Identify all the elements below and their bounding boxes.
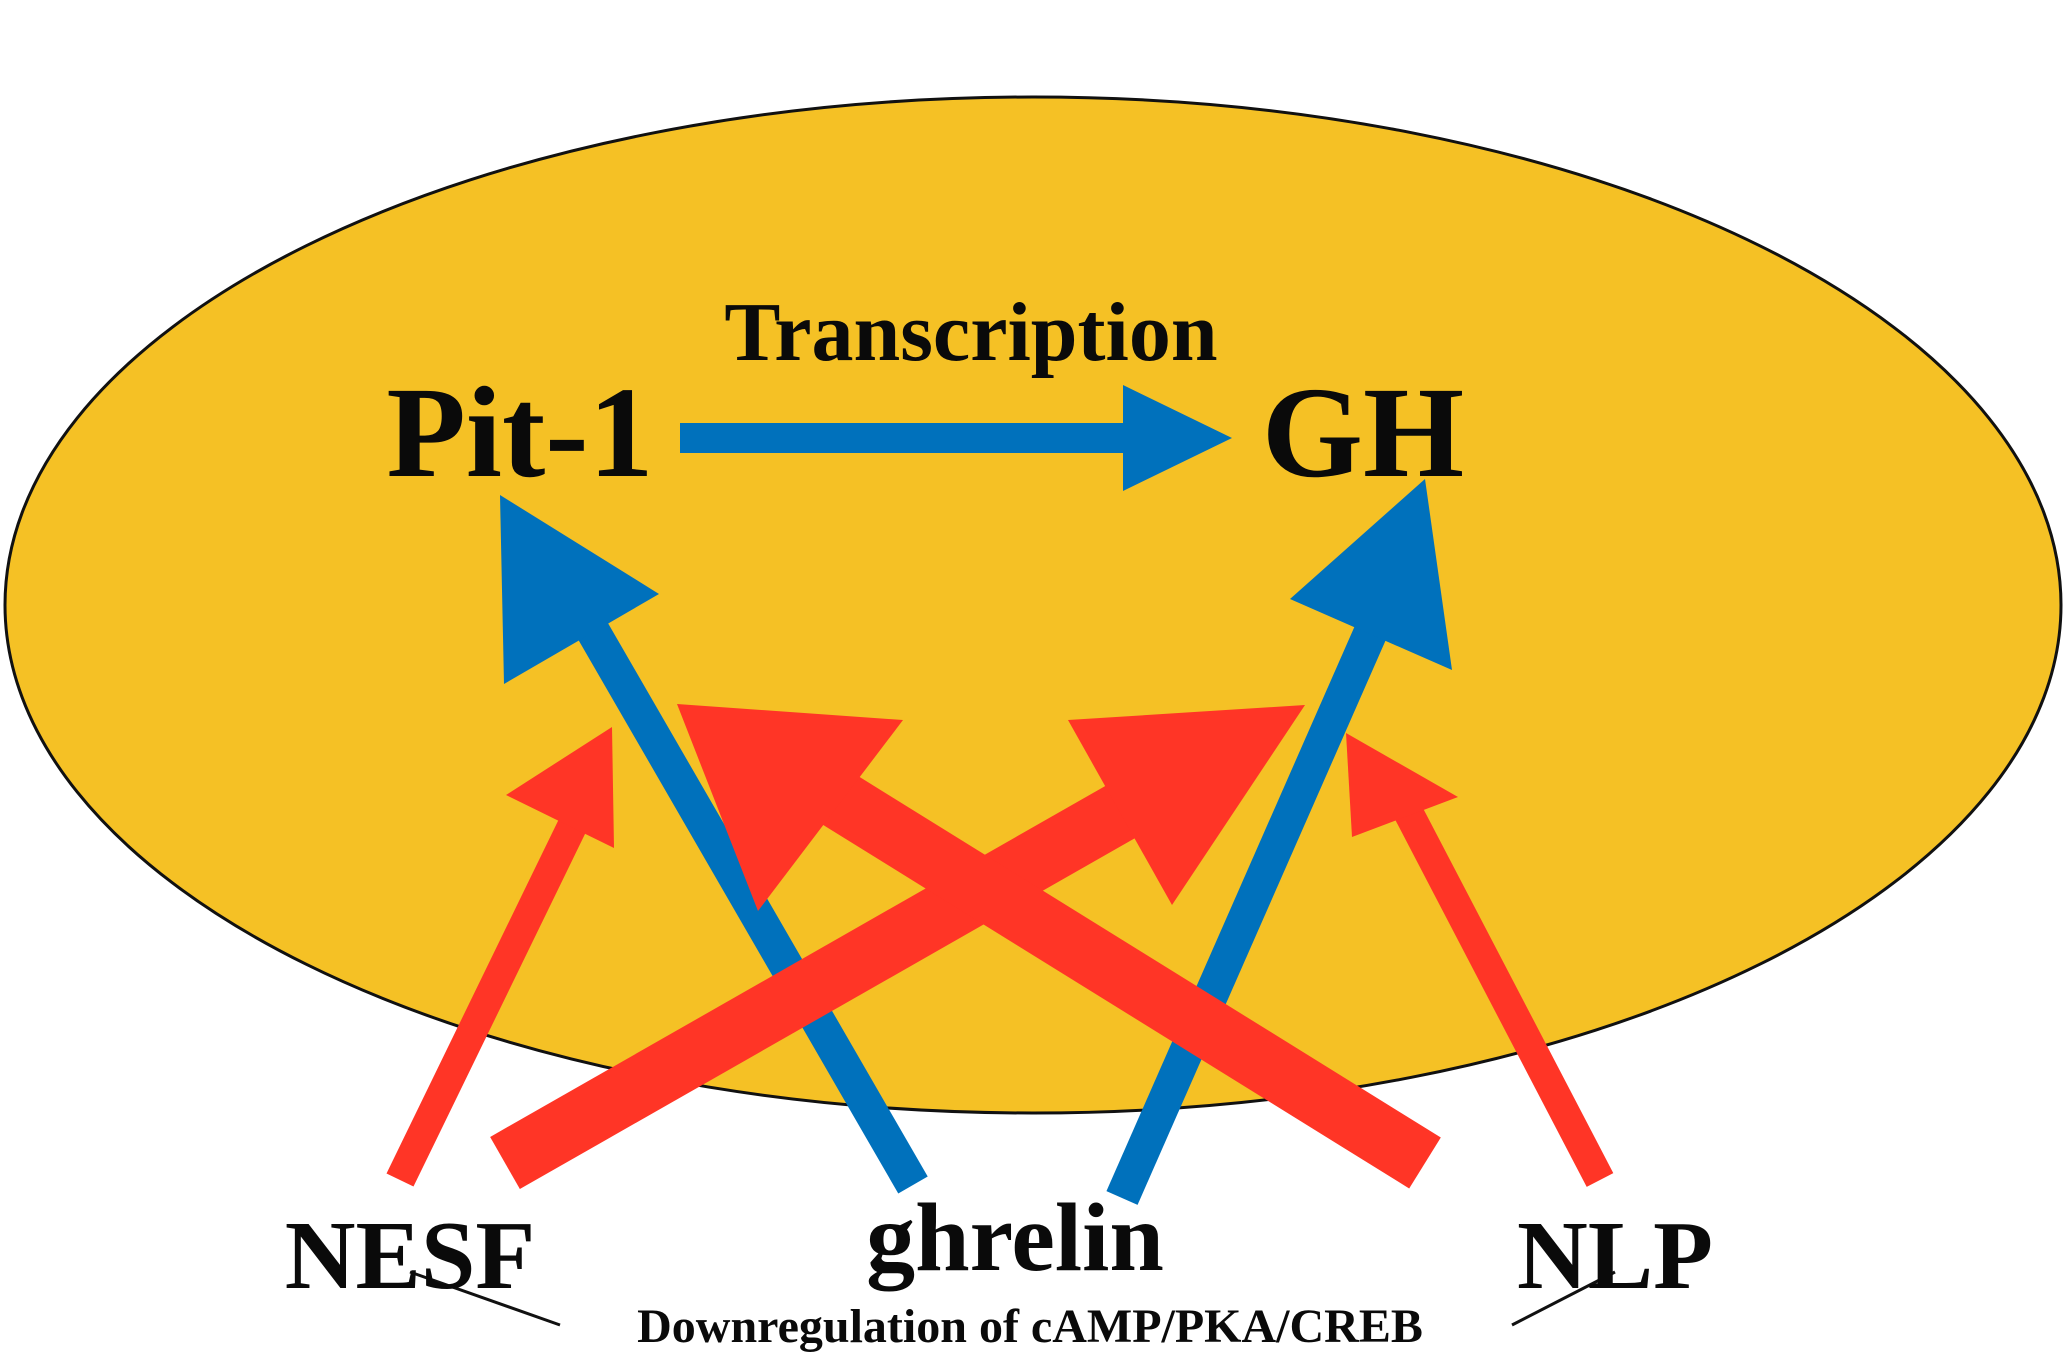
ghrelin-to-pit1-shaft (575, 617, 928, 1194)
nlp-to-gh-head (1346, 733, 1458, 837)
nesf-to-pit1-head (506, 727, 614, 848)
ghrelin-to-pit1-arrow (500, 495, 928, 1194)
nlp-to-pit1-head (677, 704, 903, 911)
nesf-to-gh-arrow (490, 705, 1305, 1190)
transcription-label: Transcription (724, 286, 1217, 379)
nesf-to-pit1-shaft (386, 803, 594, 1187)
nesf-to-gh-head (1068, 705, 1305, 905)
gh-label: GH (1262, 361, 1464, 505)
nesf-connector-line (409, 1270, 561, 1327)
nlp-to-gh-arrow (1346, 733, 1614, 1187)
ghrelin-label: ghrelin (866, 1184, 1164, 1292)
nesf-to-pit1-arrow (386, 727, 614, 1187)
transcription-head (1123, 385, 1232, 491)
ghrelin-to-gh-arrow (1106, 479, 1452, 1205)
downregulation-label: Downregulation of cAMP/PKA/CREB (637, 1300, 1423, 1353)
cell-ellipse (3, 95, 2063, 1115)
nlp-label: NLP (1517, 1202, 1713, 1310)
ghrelin-to-gh-shaft (1106, 613, 1392, 1205)
ghrelin-to-pit1-head (500, 495, 659, 684)
nesf-to-gh-shaft (490, 768, 1165, 1190)
nlp-to-pit1-arrow (677, 704, 1441, 1189)
nlp-to-gh-shaft (1392, 801, 1614, 1187)
nesf-label: NESF (285, 1202, 536, 1310)
nlp-to-pit1-shaft (819, 771, 1441, 1189)
pit1-label: Pit-1 (386, 361, 653, 505)
ghrelin-to-gh-head (1290, 479, 1452, 670)
nlp-connector-line (1511, 1270, 1616, 1327)
transcription-arrow (680, 385, 1232, 491)
